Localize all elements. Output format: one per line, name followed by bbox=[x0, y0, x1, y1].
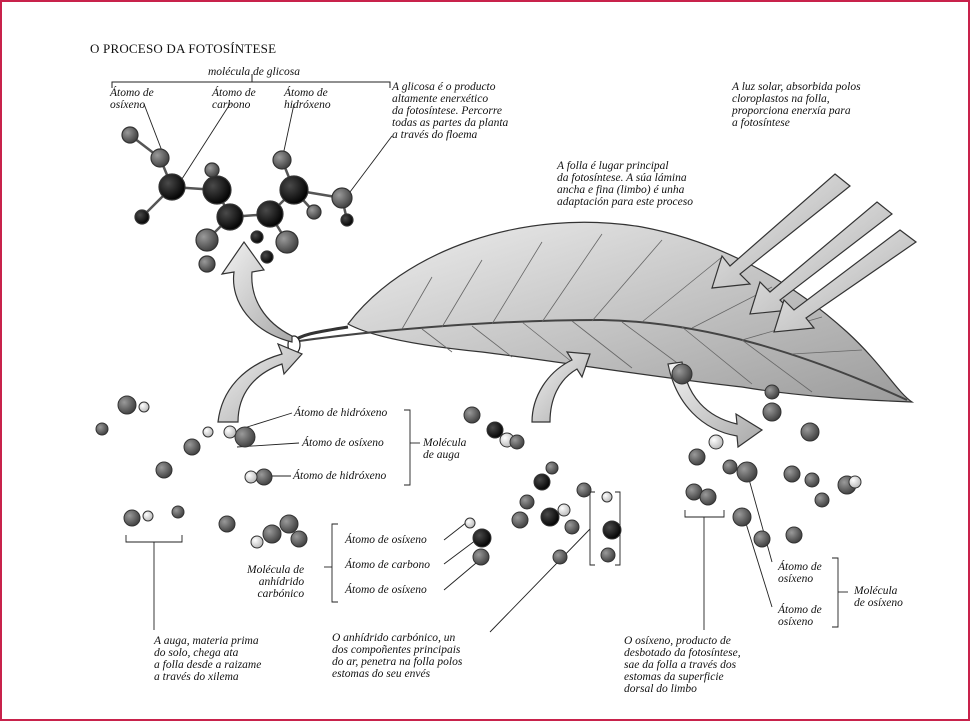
glucose-carbon-label: Átomo de carbono bbox=[212, 87, 256, 111]
water-molecules bbox=[96, 396, 307, 548]
oxygen-atom-label-1: Átomo de osíxeno bbox=[778, 561, 822, 585]
glucose-molecule bbox=[122, 127, 353, 272]
glucose-note: A glicosa é o producto altamente enerxét… bbox=[392, 81, 508, 141]
water-molecule-label: Molécula de auga bbox=[423, 437, 466, 461]
co2-molecules bbox=[464, 407, 621, 565]
glucose-out-arrow bbox=[222, 242, 292, 342]
glucose-molecule-label: molécula de glicosa bbox=[208, 66, 300, 78]
water-in-arrow bbox=[218, 344, 302, 422]
oxygen-note: O osíxeno, producto de desbotado da foto… bbox=[624, 635, 741, 695]
leaf bbox=[288, 222, 912, 402]
water-hydrogen-label-2: Átomo de hidróxeno bbox=[293, 470, 386, 482]
glucose-hydrogen-label: Átomo de hidróxeno bbox=[284, 87, 331, 111]
co2-note: O anhídrido carbónico, un dos compoñente… bbox=[332, 632, 462, 680]
oxygen-atom-label-2: Átomo de osíxeno bbox=[778, 604, 822, 628]
water-oxygen-label: Átomo de osíxeno bbox=[302, 437, 384, 449]
sunlight-note: A luz solar, absorbida polos cloroplasto… bbox=[732, 81, 861, 129]
glucose-oxygen-label: Átomo de osíxeno bbox=[110, 87, 154, 111]
water-note: A auga, materia prima do solo, chega ata… bbox=[154, 635, 261, 683]
water-hydrogen-label-1: Átomo de hidróxeno bbox=[294, 407, 387, 419]
leaf-petiole bbox=[292, 327, 348, 342]
co2-carbon-label: Átomo de carbono bbox=[345, 559, 430, 571]
co2-molecule-label: Molécula de anhídrido carbónico bbox=[247, 564, 304, 600]
oxygen-molecule-label: Molécula de osíxeno bbox=[854, 585, 903, 609]
co2-oxygen-label-1: Átomo de osíxeno bbox=[345, 534, 427, 546]
co2-oxygen-label-2: Átomo de osíxeno bbox=[345, 584, 427, 596]
leaf-note: A folla é lugar principal da fotosíntese… bbox=[557, 160, 693, 208]
